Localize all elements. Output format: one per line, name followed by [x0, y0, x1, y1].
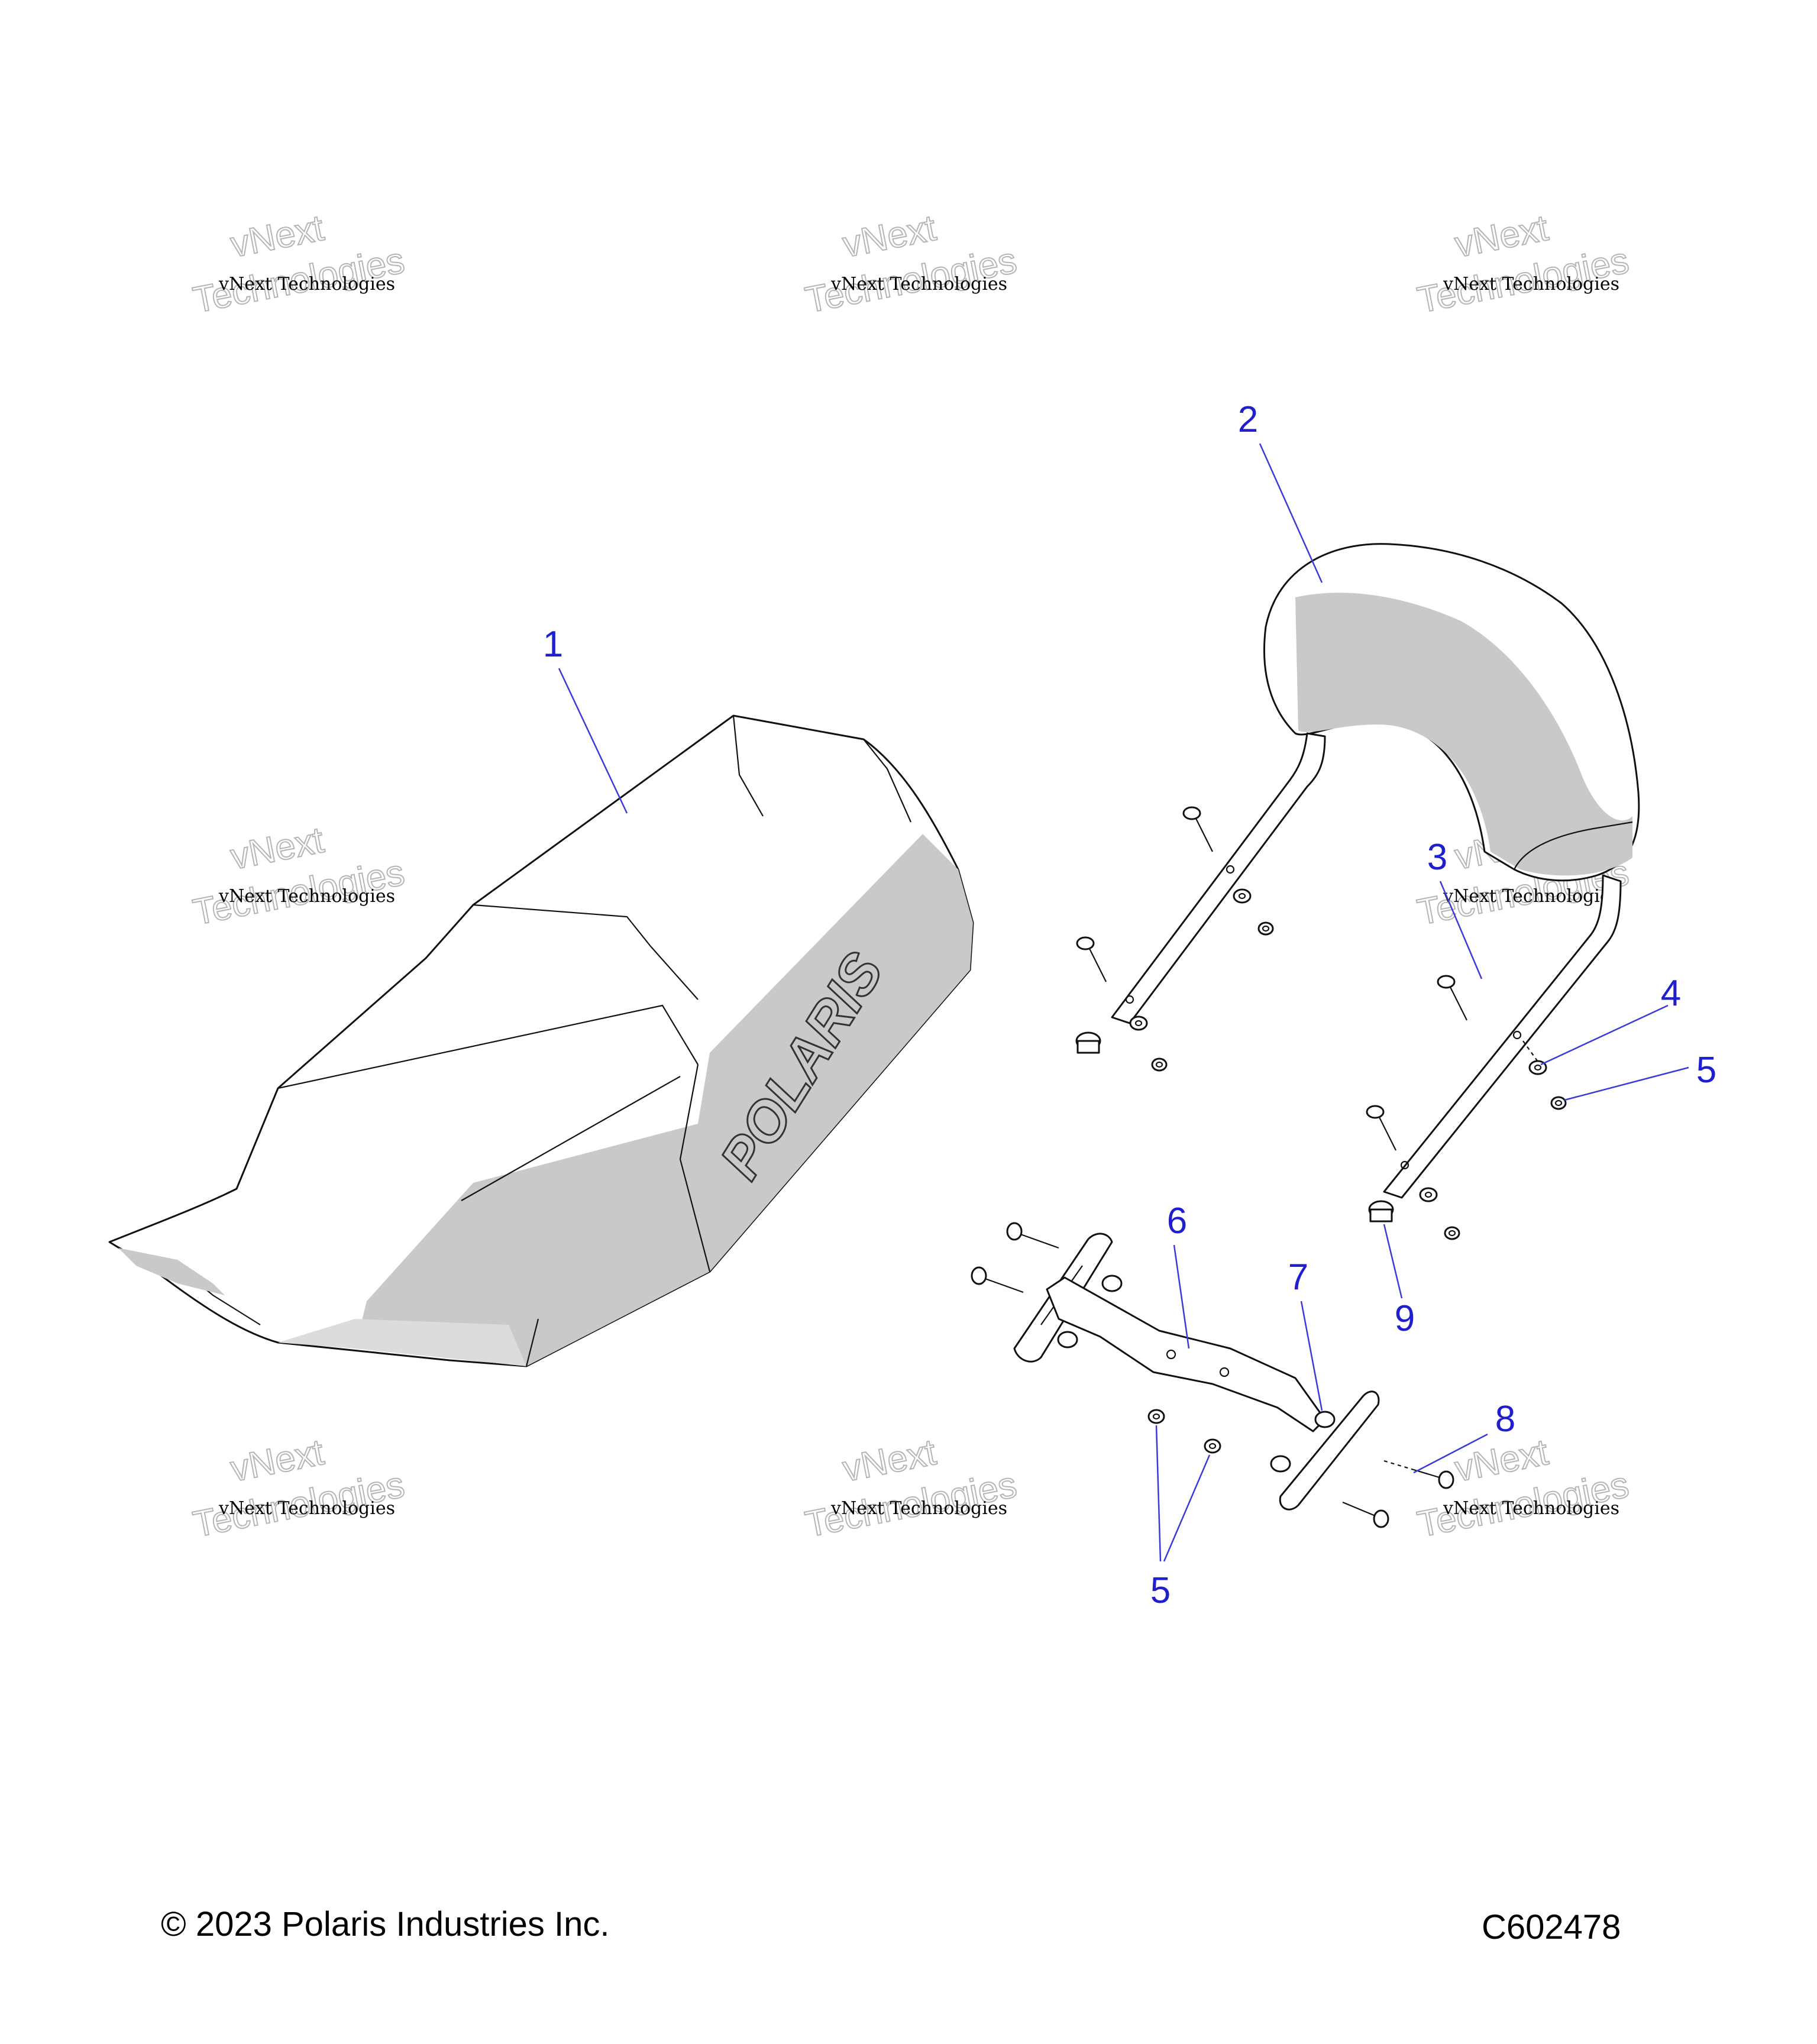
callout-3: 3 [1427, 837, 1447, 878]
callout-7: 7 [1288, 1257, 1308, 1298]
svg-text:vNext Technologies: vNext Technologies [1443, 274, 1619, 295]
watermark-bottom-center: vNext Technologies vNext Technologies [801, 1431, 1020, 1546]
backrest-right-tube [1383, 874, 1622, 1199]
leader-4 [1540, 1004, 1669, 1066]
svg-text:vNext Technologies: vNext Technologies [830, 1498, 1007, 1519]
backrest-pad-shade [1295, 593, 1632, 876]
figure-id: C602478 [1482, 1908, 1621, 1946]
watermark-bottom-left: vNext Technologies vNext Technologies [189, 1431, 408, 1546]
leader-7 [1300, 1301, 1323, 1411]
leader-8 [1413, 1433, 1488, 1474]
leader-2 [1259, 443, 1323, 583]
leader-5-bottom-a [1155, 1425, 1162, 1562]
seat: POLARIS [108, 714, 974, 1367]
watermark-top-right: vNext Technologies vNext Technologies [1414, 207, 1632, 322]
svg-text:vNext Technologies: vNext Technologies [218, 274, 395, 295]
svg-text:vNext Technologies: vNext Technologies [1443, 1498, 1619, 1519]
copyright-text: © 2023 Polaris Industries Inc. [161, 1905, 610, 1943]
svg-text:vNext Technologies: vNext Technologies [218, 886, 395, 907]
svg-text:vNext Technologies: vNext Technologies [1443, 886, 1619, 907]
bracket [971, 1222, 1454, 1528]
callout-5-right: 5 [1696, 1050, 1716, 1091]
leader-6 [1173, 1244, 1190, 1349]
right-tube-plug [1368, 1200, 1394, 1222]
watermark-bottom-right: vNext Technologies vNext Technologies [1414, 1431, 1632, 1546]
leader-5-right [1564, 1066, 1689, 1101]
callout-4: 4 [1661, 973, 1681, 1014]
leader-lines [558, 443, 1689, 1562]
callout-numbers: 1 2 3 4 5 6 7 8 9 5 [543, 399, 1716, 1611]
svg-text:vNext Technologies: vNext Technologies [218, 1498, 395, 1519]
backrest-left-tube [1111, 732, 1326, 1024]
seat-side-shade [355, 834, 973, 1366]
callout-9: 9 [1395, 1298, 1415, 1339]
backrest [1075, 543, 1640, 1240]
bracket-right-plate [1279, 1390, 1380, 1511]
backrest-screws [1076, 806, 1467, 1151]
bracket-bar [1046, 1276, 1326, 1432]
seat-front-shade [278, 1319, 526, 1366]
bracket-bolts [971, 1222, 1454, 1528]
callout-1: 1 [543, 624, 563, 665]
watermark-top-center: vNext Technologies vNext Technologies [801, 207, 1020, 322]
leader-3 [1439, 881, 1483, 979]
callout-8: 8 [1495, 1399, 1515, 1440]
callout-6: 6 [1167, 1201, 1187, 1241]
callout-5-bottom: 5 [1150, 1570, 1171, 1611]
callout-2: 2 [1238, 399, 1258, 440]
left-tube-plug [1075, 1031, 1101, 1054]
leader-1 [558, 668, 628, 814]
svg-text:vNext Technologies: vNext Technologies [830, 274, 1007, 295]
watermark-top-left: vNext Technologies vNext Technologies [189, 207, 408, 322]
leader-9 [1383, 1224, 1403, 1299]
leader-5-bottom-b [1163, 1454, 1211, 1562]
watermark-mid-left: vNext Technologies vNext Technologies [189, 819, 408, 934]
